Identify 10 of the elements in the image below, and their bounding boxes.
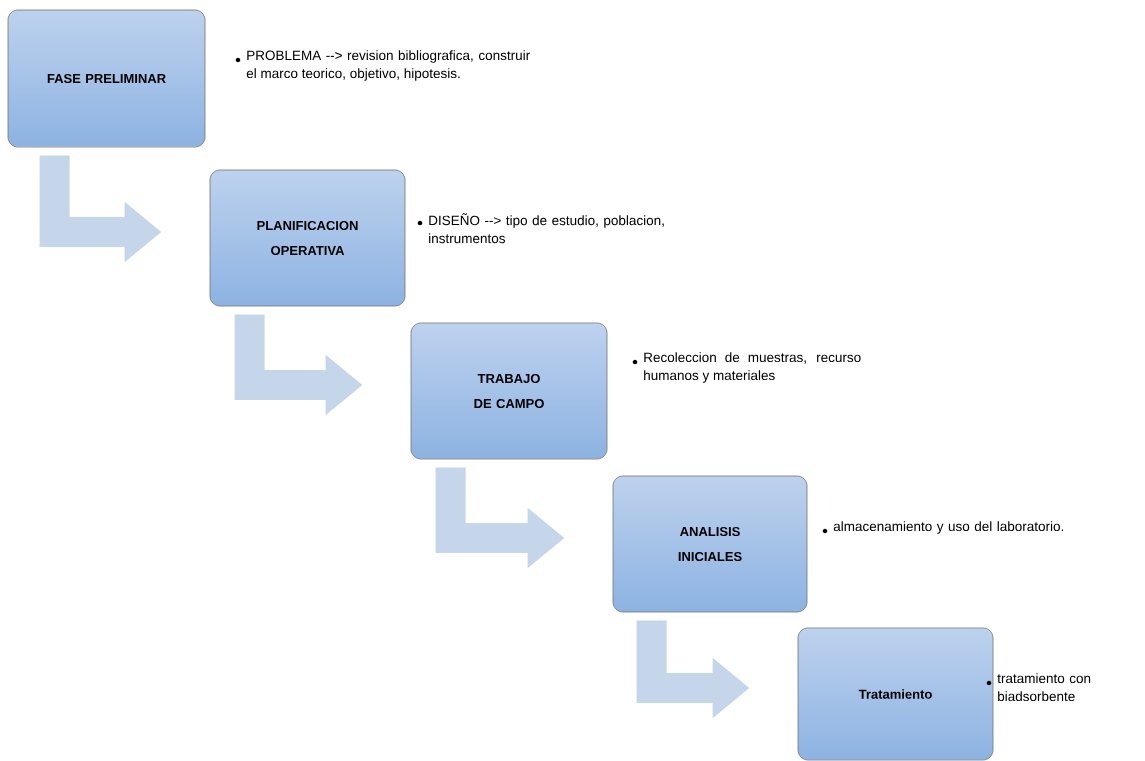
process-box: ANALISIS INICIALES [612,475,808,613]
bullet-text: almacenamiento y uso del laboratorio. [833,521,1064,534]
bullet-text: PROBLEMA --> revision bibliografica, construir el marco teorico, objetivo, hipotesis. [246,50,530,81]
process-box: TRABAJO DE CAMPO [410,322,608,460]
bullet-text: DISEÑO --> tipo de estudio, poblacion, instrumentos [429,213,664,244]
process-box: PLANIFICACION OPERATIVA [209,169,406,307]
bullet-text: Recoleccion de muestras, recurso humanos y materiales [644,352,861,383]
bullet-text: tratamiento con biadsorbente [997,673,1091,702]
process-box: Tratamiento [797,627,994,761]
process-box: FASE PRELIMINAR [7,9,206,148]
